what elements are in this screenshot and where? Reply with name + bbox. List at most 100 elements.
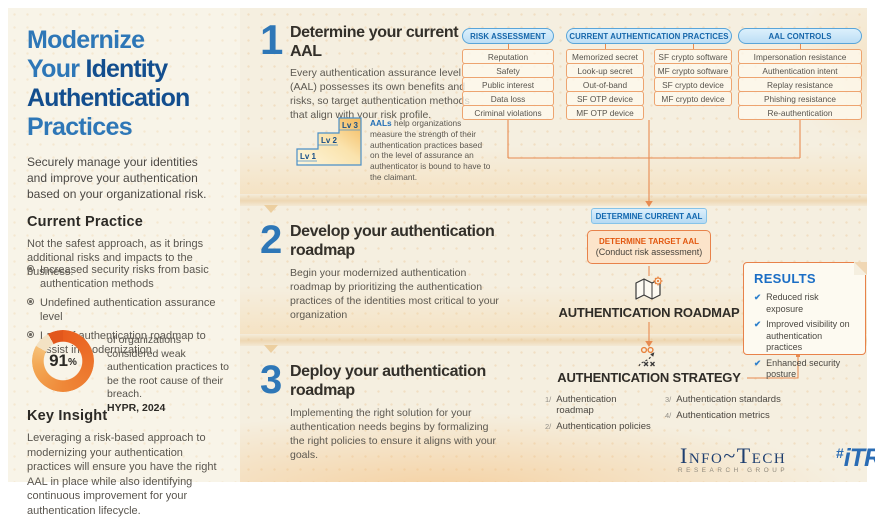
page-title: Modernize Your Identity Authentication P… — [27, 26, 190, 142]
connector-stub — [604, 44, 606, 49]
section-divider-2 — [240, 334, 867, 346]
key-insight-heading: Key Insight — [27, 408, 108, 424]
result-item: ✔ Reduced risk exposure — [754, 292, 857, 315]
main-area: 1 Determine your current AAL Every authe… — [240, 8, 875, 482]
risk-item: Public interest — [462, 77, 554, 92]
roadmap-map-icon — [635, 276, 663, 300]
step3-body: Implementing the right solution for your… — [290, 407, 497, 461]
step1-body: Every authentication assurance level (AA… — [290, 67, 470, 121]
result-item: ✔ Improved visibility on authentication … — [754, 319, 857, 354]
stairs-level1-label: Lv 1 — [300, 152, 317, 161]
step1-title: Determine your current AAL — [290, 24, 459, 60]
step1-number: 1 — [260, 16, 284, 63]
infographic-page: Modernize Your Identity Authentication P… — [8, 8, 875, 517]
infotech-logo: Info~Tech RESEARCH GROUP — [678, 443, 788, 475]
risk-assessment-column: RISK ASSESSMENT Reputation Safety Public… — [462, 28, 554, 120]
risk-item: Criminal violations — [462, 105, 554, 120]
itrg-text: iTRG — [843, 444, 875, 472]
control-item: Re-authentication — [738, 105, 862, 120]
practice-item: MF crypto software — [654, 63, 732, 78]
results-heading: RESULTS — [754, 271, 816, 286]
strategy-item: 1/ Authentication roadmap — [545, 394, 651, 416]
strategy-item-number: 4/ — [665, 411, 672, 420]
control-item: Replay resistance — [738, 77, 862, 92]
current-practice-intro: Not the safest approach, as it brings ad… — [27, 238, 204, 278]
strategy-item: 2/ Authentication policies — [545, 421, 651, 432]
control-item: Impersonation resistance — [738, 49, 862, 64]
bottom-gradient — [240, 394, 867, 482]
aal-note-text: help organizations measure the strength … — [370, 118, 491, 182]
key-insight-text: Leveraging a risk-based approach to mode… — [27, 432, 217, 517]
section-divider-1 — [240, 194, 867, 206]
current-practices-column: CURRENT AUTHENTICATION PRACTICES Memoriz… — [566, 28, 732, 120]
practice-item: Out-of-band — [566, 77, 644, 92]
stat-donut-chart — [32, 330, 94, 392]
connector-stub — [507, 44, 509, 49]
step2-number: 2 — [260, 218, 283, 262]
risk-item: Reputation — [462, 49, 554, 64]
check-icon: ✔ — [754, 319, 762, 329]
practice-item: SF crypto device — [654, 77, 732, 92]
strategy-item-label: Authentication policies — [556, 421, 651, 432]
target-bullet-icon — [27, 298, 34, 305]
stat-number: 91 — [49, 351, 68, 370]
aal-controls-header: AAL CONTROLS — [738, 28, 862, 44]
aal-note-bold: AALs — [370, 118, 392, 128]
result-text: Enhanced security posture — [766, 357, 841, 380]
strategy-item-number: 3/ — [665, 395, 672, 404]
connector-stub — [799, 44, 801, 49]
infotech-logo-name: Info~Tech — [680, 443, 787, 468]
page-subtitle: Securely manage your identities and impr… — [27, 155, 207, 201]
authentication-roadmap-label: AUTHENTICATION ROADMAP — [558, 305, 740, 320]
bullet-text: Undefined authentication assurance level — [40, 297, 216, 323]
bullet-text: Increased security risks from basic auth… — [40, 264, 209, 290]
stat-percent-sign: % — [68, 357, 77, 368]
check-icon: ✔ — [754, 357, 762, 368]
title-line4: Practices — [27, 113, 133, 141]
bullet-item: Undefined authentication assurance level — [27, 296, 225, 324]
authentication-strategy-label: AUTHENTICATION STRATEGY — [557, 370, 741, 385]
aal-stairs-graphic: Lv 1 Lv 2 Lv 3 — [296, 117, 362, 166]
folded-corner — [853, 261, 867, 275]
results-panel: RESULTS ✔ Reduced risk exposure ✔ Improv… — [743, 261, 867, 379]
current-practices-header: CURRENT AUTHENTICATION PRACTICES — [566, 28, 732, 44]
determine-target-aal-box: DETERMINE TARGET AAL (Conduct risk asses… — [587, 230, 711, 264]
title-line2-prefix: Your — [27, 55, 86, 83]
divider-notch — [264, 345, 278, 353]
sidebar: Modernize Your Identity Authentication P… — [8, 8, 240, 517]
target-aal-label: DETERMINE TARGET AAL — [599, 237, 699, 246]
target-bullet-icon — [27, 331, 34, 338]
bullet-item: Increased security risks from basic auth… — [27, 263, 225, 291]
check-icon: ✔ — [754, 292, 762, 302]
step2-body: Begin your modernized authentication roa… — [290, 267, 499, 321]
stairs-level3-label: Lv 3 — [342, 121, 359, 130]
risk-item: Safety — [462, 63, 554, 78]
practice-item: SF OTP device — [566, 91, 644, 106]
stat-source: HYPR, 2024 — [107, 401, 166, 414]
strategy-play-icon — [638, 346, 655, 367]
result-text: Improved visibility on authentication pr… — [766, 319, 850, 352]
connector-stub — [692, 44, 694, 49]
practice-item: Look-up secret — [566, 63, 644, 78]
strategy-item-number: 1/ — [545, 395, 552, 404]
divider-notch — [264, 205, 278, 213]
control-item: Phishing resistance — [738, 91, 862, 106]
determine-current-aal-box: DETERMINE CURRENT AAL — [591, 208, 707, 224]
current-practice-bullet-list: Increased security risks from basic auth… — [27, 263, 225, 362]
current-practice-heading: Current Practice — [27, 214, 144, 230]
strategy-item: 3/ Authentication standards — [665, 394, 785, 405]
target-bullet-icon — [27, 265, 34, 272]
strategy-item-list: 1/ Authentication roadmap 2/ Authenticat… — [545, 394, 785, 437]
strategy-item-label: Authentication standards — [676, 394, 781, 405]
stairs-level2-label: Lv 2 — [321, 136, 338, 145]
target-aal-sublabel: (Conduct risk assessment) — [595, 247, 703, 257]
risk-assessment-header: RISK ASSESSMENT — [462, 28, 554, 44]
aal-controls-column: AAL CONTROLS Impersonation resistance Au… — [738, 28, 862, 120]
stat-value: 91% — [32, 330, 94, 392]
strategy-item-number: 2/ — [545, 422, 552, 431]
title-line1: Modernize — [27, 26, 145, 54]
practice-item: MF OTP device — [566, 105, 644, 120]
practice-item: Memorized secret — [566, 49, 644, 64]
strategy-item-label: Authentication roadmap — [556, 394, 617, 416]
strategy-item-label: Authentication metrics — [676, 410, 770, 421]
